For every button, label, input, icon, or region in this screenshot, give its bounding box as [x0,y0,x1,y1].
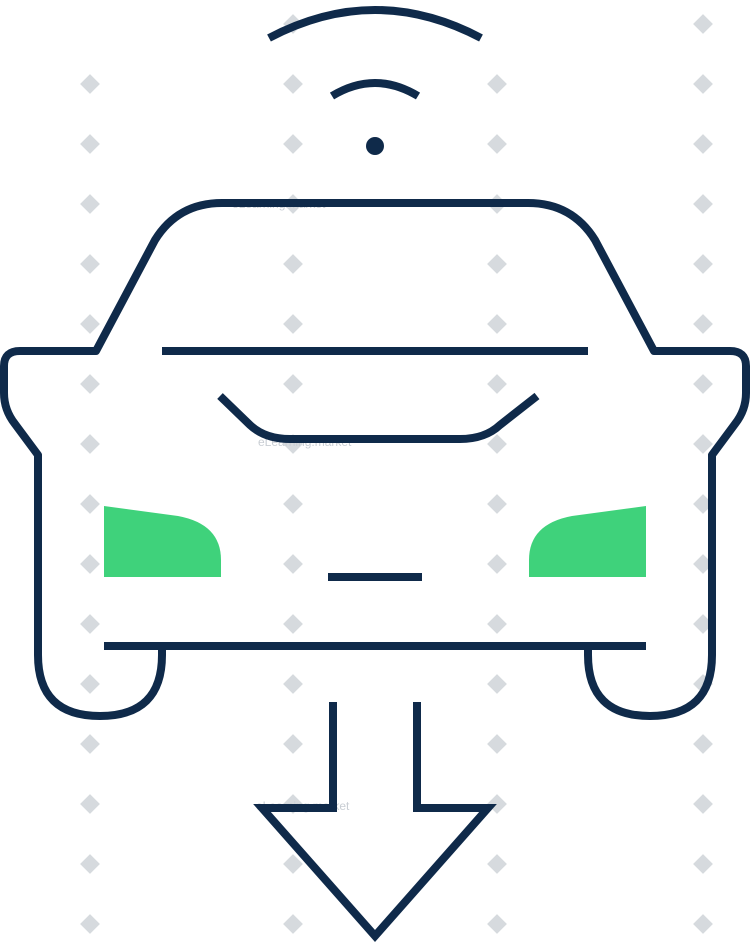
watermark-diamond [80,74,100,94]
watermark-diamond [693,494,713,514]
watermark-diamond [487,254,507,274]
watermark-diamond [283,914,303,934]
watermark-diamond [80,794,100,814]
watermark-diamond [80,734,100,754]
watermark-diamond [487,134,507,154]
watermark-diamond [693,794,713,814]
watermark-diamond [80,254,100,274]
watermark-diamond [693,374,713,394]
watermark-diamond [80,554,100,574]
watermark-diamond [80,374,100,394]
watermark-diamond [80,494,100,514]
watermark-diamond [693,734,713,754]
signal-arc-outer [267,6,483,42]
watermark-diamond [487,554,507,574]
watermark-diamond [487,854,507,874]
signal-dot [366,137,384,155]
watermark-diamond [80,194,100,214]
watermark-diamond [487,494,507,514]
wireless-signal-icon [267,6,483,155]
headlight-left [104,506,221,577]
watermark-diamond [487,674,507,694]
watermark-diamond [80,674,100,694]
signal-arc-inner [329,79,421,100]
grille-curve [217,392,540,443]
watermark-diamond [80,614,100,634]
car-icon [0,199,750,720]
watermark-diamond [487,314,507,334]
watermark-diamond [80,314,100,334]
watermark-diamond [487,74,507,94]
watermark-diamond [693,74,713,94]
watermark-diamond [487,434,507,454]
watermark-diamond [693,314,713,334]
watermark-diamond [693,434,713,454]
watermark-diamond [693,554,713,574]
headlight-right [529,506,646,577]
watermark-diamond [283,494,303,514]
watermark-diamond [693,194,713,214]
watermark-diamond [80,434,100,454]
watermark-diamond [283,554,303,574]
watermark-diamond [693,254,713,274]
watermark-diamond [283,314,303,334]
car-body-outline [0,199,750,720]
watermark-diamond [283,254,303,274]
watermark-diamond [283,134,303,154]
watermark-diamond [487,614,507,634]
watermark-diamond [487,734,507,754]
watermark-pattern [80,14,713,934]
watermark-diamond [693,14,713,34]
watermark-diamond [693,134,713,154]
watermark-diamond [693,914,713,934]
watermark-diamond [283,614,303,634]
watermark-diamond [80,854,100,874]
watermark-diamond [693,614,713,634]
watermark-diamond [693,854,713,874]
watermark-diamond [283,74,303,94]
down-arrow-icon [253,702,497,943]
watermark-diamond [283,734,303,754]
watermark-diamond [283,854,303,874]
watermark-diamond [487,374,507,394]
watermark-diamond [283,674,303,694]
watermark-diamond [80,914,100,934]
watermark-diamond [283,374,303,394]
watermark-diamond [80,134,100,154]
watermark-diamond [487,914,507,934]
